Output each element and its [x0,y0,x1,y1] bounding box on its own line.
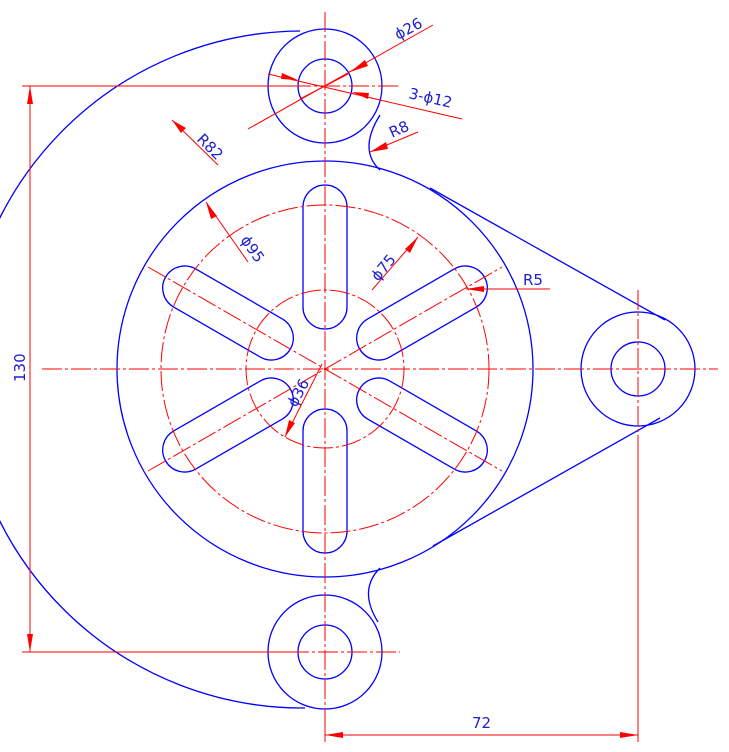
dim-phi36-arrow [285,420,295,437]
label-phi95: ϕ95 [237,232,268,266]
slot-4 [302,408,348,554]
slot-6 [162,265,294,361]
fillet-top [368,114,381,171]
centerlines [42,12,718,718]
dim-130-arrow-bottom [27,634,33,652]
dim-phi26-leader [247,24,434,130]
dim-phi95-arrow [206,202,217,219]
dim-phi75-arrow [405,237,418,253]
slot-pitch-circle-inner [245,289,405,449]
slot-2 [356,265,488,361]
dim-r5-arrow [466,286,484,292]
slot-axis-diagonal-b [147,266,503,472]
dim-72-arrow-right [620,732,638,738]
dim-r8-arrow [370,142,388,152]
label-r8: R8 [386,117,412,142]
label-r5: R5 [523,271,543,289]
fillet-bottom [367,567,381,623]
tangent-upper [429,187,666,321]
dim-130-arrow-top [27,86,33,104]
dim-phi12-leader-left [299,73,349,100]
slot-5 [162,377,294,473]
dim-phi12-arrow-b [352,92,369,99]
label-72: 72 [472,714,491,732]
dimension-lines [22,24,639,742]
label-phi75: ϕ75 [367,251,399,285]
label-phi36: ϕ36 [284,376,314,410]
outer-arc-r82 [0,30,306,709]
slot-3 [356,377,488,473]
dim-phi26-arrow [350,60,368,72]
label-130: 130 [11,353,29,382]
dim-r82-arrow [172,120,186,133]
tangent-lower [432,417,661,547]
dimension-labels: ϕ26 3-ϕ12 R8 R82 ϕ95 ϕ75 ϕ36 R5 130 72 [11,14,543,732]
label-r82: R82 [193,130,227,164]
dim-phi12-arrow-a [281,73,298,80]
slot-1 [302,184,348,330]
slots [162,184,488,554]
dim-72-arrow-left [325,732,343,738]
slot-pitch-circle-outer [160,204,490,534]
